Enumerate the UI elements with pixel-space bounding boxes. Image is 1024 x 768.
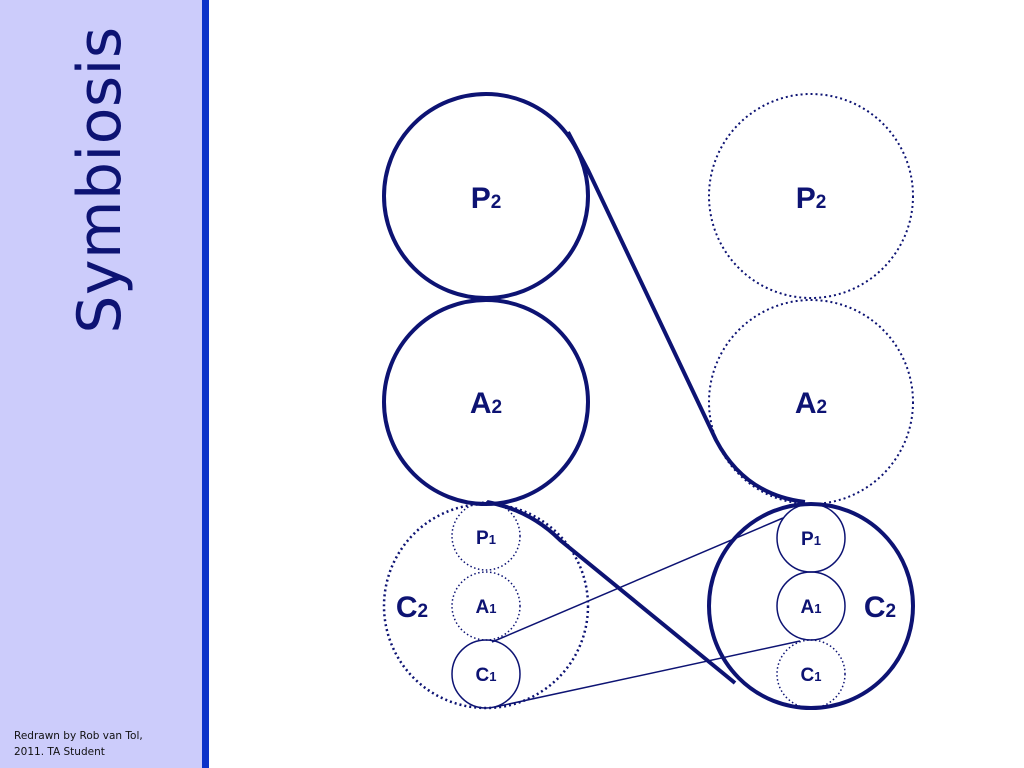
right-c1-label: C1	[801, 665, 822, 686]
right-c2-label: C2	[864, 591, 896, 624]
credit-line-1: Redrawn by Rob van Tol,	[14, 730, 143, 742]
credit-text: Redrawn by Rob van Tol, 2011. TA Student	[14, 728, 194, 760]
left-c1-label: C1	[476, 665, 497, 686]
right-p2-label: P2	[796, 182, 827, 215]
left-p1-circle	[451, 501, 521, 571]
left-a2-circle	[382, 298, 590, 506]
right-stack	[707, 93, 915, 710]
credit-line-2: 2011. TA Student	[14, 746, 105, 758]
connector-left-p2-to-right-a2	[566, 131, 806, 504]
right-a2-label: A2	[795, 387, 827, 420]
left-c2-label: C2	[396, 591, 428, 624]
right-p1-label: P1	[801, 529, 821, 550]
left-p2-label: P2	[471, 182, 502, 215]
right-a1-label: A1	[801, 597, 822, 618]
left-stack	[382, 92, 590, 710]
left-c2-circle	[382, 502, 590, 710]
connector-left-c2-bottom-to-right-c1	[494, 640, 801, 708]
left-a1-label: A1	[476, 597, 497, 618]
right-c1-circle	[776, 639, 846, 709]
left-p1-label: P1	[476, 528, 496, 549]
connectors	[486, 131, 806, 708]
connector-left-c2-to-right-c2	[486, 500, 737, 685]
right-a1-circle	[776, 571, 846, 641]
sidebar-panel	[0, 0, 202, 768]
left-a2-label: A2	[470, 387, 502, 420]
connector-left-c1-to-right-p1	[491, 517, 784, 643]
right-a2-circle	[708, 299, 914, 505]
left-c1-circle	[451, 639, 521, 709]
right-p2-circle	[708, 93, 914, 299]
sidebar-stripe	[202, 0, 209, 768]
